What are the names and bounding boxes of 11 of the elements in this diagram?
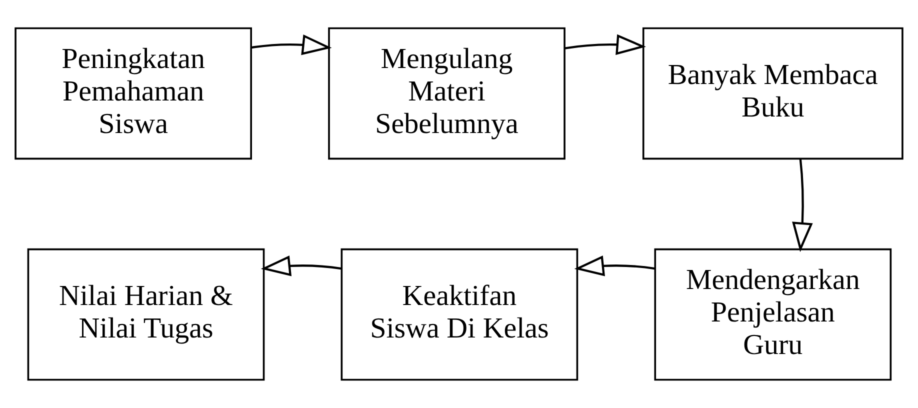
node-box: Mengulang Materi Sebelumnya (328, 27, 566, 160)
node-box: Peningkatan Pemahaman Siswa (14, 27, 252, 160)
node-box: Mendengarkan Penjelasan Guru (654, 248, 892, 381)
arrow (574, 255, 655, 276)
node-box: Nilai Harian & Nilai Tugas (27, 248, 265, 381)
arrow (564, 34, 646, 55)
node-box: Keaktifan Siswa Di Kelas (340, 248, 578, 381)
arrow (792, 158, 813, 252)
arrow (251, 34, 332, 56)
node-box: Banyak Membaca Buku (642, 27, 904, 160)
arrow (260, 255, 342, 276)
